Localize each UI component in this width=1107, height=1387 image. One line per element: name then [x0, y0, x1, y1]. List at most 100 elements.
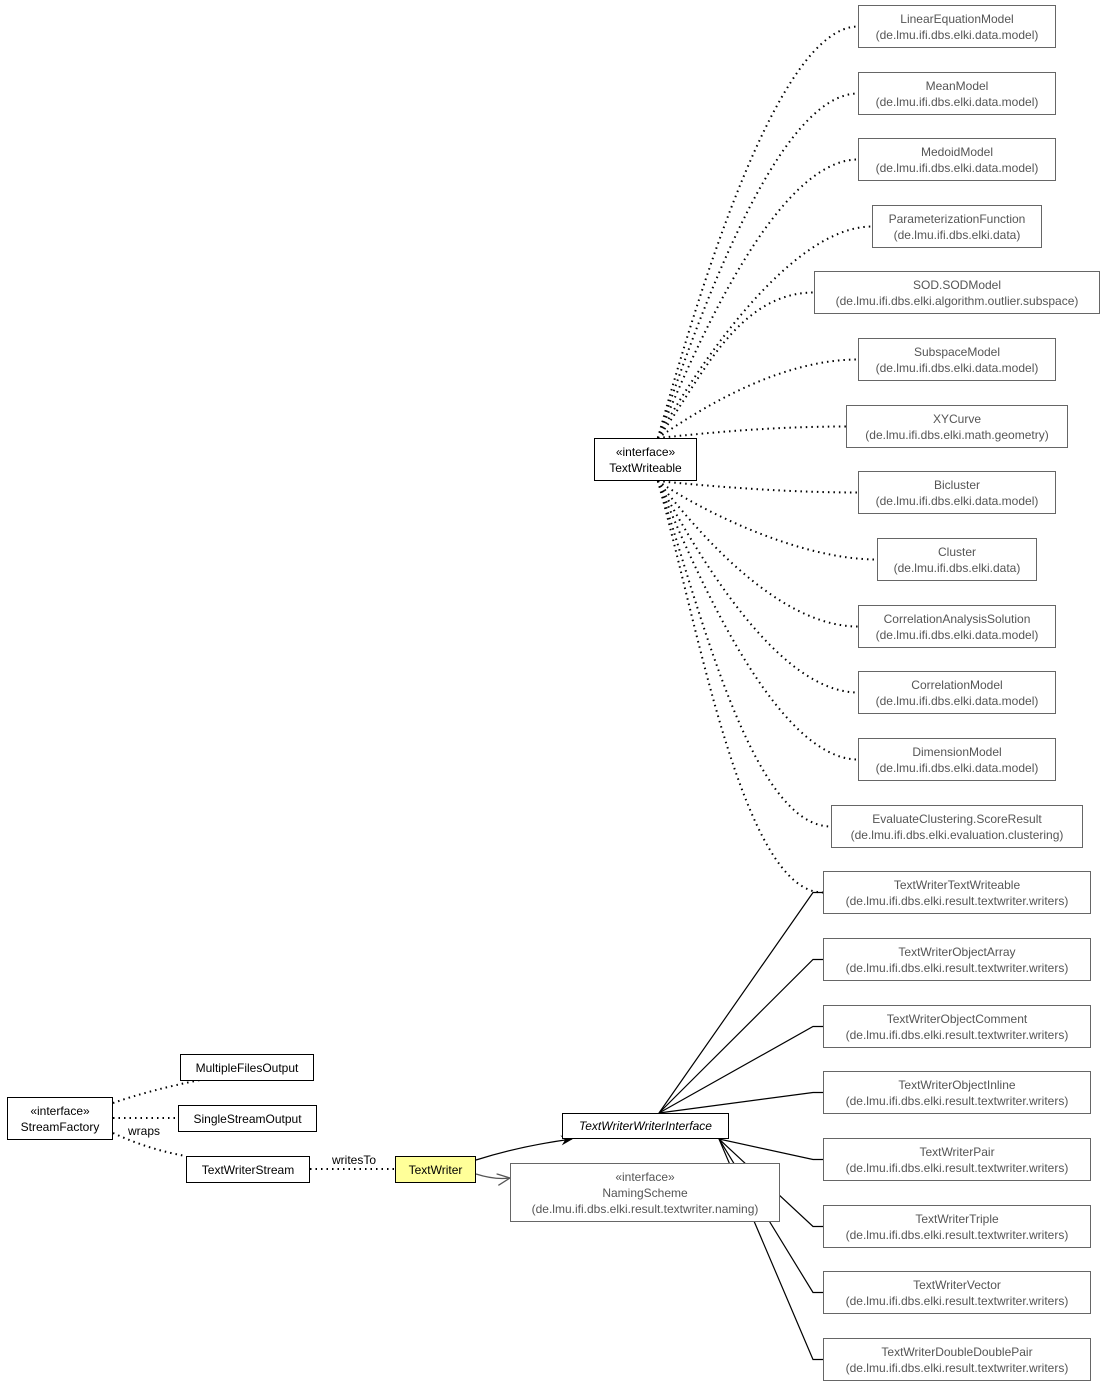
writeable-node-correlation-model[interactable]: CorrelationModel (de.lmu.ifi.dbs.elki.da…	[858, 671, 1056, 714]
edge-streamfactory-multiplefilesoutput	[112, 1079, 201, 1104]
writeable-name: SOD.SODModel	[912, 277, 1002, 292]
edge-textwriteable-implementor	[657, 480, 859, 628]
edge-textwriteable-implementor	[656, 480, 859, 694]
writeable-name: Bicluster	[933, 477, 980, 492]
text-writeable-name: TextWriteable	[609, 460, 682, 475]
writeable-name: SubspaceModel	[913, 344, 1001, 359]
writer-node-triple[interactable]: TextWriterTriple (de.lmu.ifi.dbs.elki.re…	[823, 1205, 1091, 1248]
writeable-package: (de.lmu.ifi.dbs.elki.data.model)	[875, 493, 1039, 508]
edge-textwriteable-implementor	[656, 25, 859, 439]
writer-package: (de.lmu.ifi.dbs.elki.result.textwriter.w…	[845, 960, 1069, 975]
edge-writerinterface-implementor	[658, 958, 823, 1114]
edge-textwriter-namingscheme	[475, 1174, 510, 1179]
single-stream-output-name: SingleStreamOutput	[193, 1111, 302, 1126]
edge-textwriteable-implementor	[657, 480, 859, 494]
single-stream-output-node[interactable]: SingleStreamOutput	[178, 1105, 317, 1132]
writeable-package: (de.lmu.ifi.dbs.elki.data.model)	[875, 160, 1039, 175]
writeable-package: (de.lmu.ifi.dbs.elki.data.model)	[875, 27, 1039, 42]
writeable-package: (de.lmu.ifi.dbs.elki.algorithm.outlier.s…	[835, 293, 1079, 308]
writeable-node-subspace-model[interactable]: SubspaceModel (de.lmu.ifi.dbs.elki.data.…	[858, 338, 1056, 381]
writeable-package: (de.lmu.ifi.dbs.elki.data.model)	[875, 94, 1039, 109]
writer-node-object-inline[interactable]: TextWriterObjectInline (de.lmu.ifi.dbs.e…	[823, 1071, 1091, 1114]
edge-textwriteable-implementor	[657, 425, 847, 439]
writeable-package: (de.lmu.ifi.dbs.elki.data.model)	[875, 760, 1039, 775]
writer-node-pair[interactable]: TextWriterPair (de.lmu.ifi.dbs.elki.resu…	[823, 1138, 1091, 1181]
text-writer-writer-interface-name: TextWriterWriterInterface	[579, 1119, 712, 1133]
text-writer-writer-interface-node[interactable]: TextWriterWriterInterface	[562, 1113, 729, 1139]
naming-scheme-node[interactable]: «interface» NamingScheme (de.lmu.ifi.dbs…	[510, 1163, 780, 1222]
writer-node-double-double-pair[interactable]: TextWriterDoubleDoublePair (de.lmu.ifi.d…	[823, 1338, 1091, 1381]
edge-streamfactory-textwriterstream	[112, 1132, 187, 1157]
writeable-node-linear-equation-model[interactable]: LinearEquationModel (de.lmu.ifi.dbs.elki…	[858, 5, 1056, 48]
writeable-package: (de.lmu.ifi.dbs.elki.data)	[893, 560, 1021, 575]
writeable-name: XYCurve	[932, 411, 982, 426]
writer-name: TextWriterObjectArray	[898, 944, 1016, 959]
writer-name: TextWriterTriple	[915, 1211, 999, 1226]
writer-name: TextWriterVector	[913, 1277, 1001, 1292]
writeable-node-parameterization-function[interactable]: ParameterizationFunction (de.lmu.ifi.dbs…	[872, 205, 1042, 248]
edge-writerinterface-implementor	[718, 1138, 823, 1161]
writeable-name: MeanModel	[925, 78, 989, 93]
writer-node-vector[interactable]: TextWriterVector (de.lmu.ifi.dbs.elki.re…	[823, 1271, 1091, 1314]
writeable-package: (de.lmu.ifi.dbs.elki.data)	[893, 227, 1021, 242]
writeable-node-sod-model[interactable]: SOD.SODModel (de.lmu.ifi.dbs.elki.algori…	[814, 271, 1100, 314]
writeable-node-bicluster[interactable]: Bicluster (de.lmu.ifi.dbs.elki.data.mode…	[858, 471, 1056, 514]
text-writer-stream-node[interactable]: TextWriterStream	[186, 1156, 310, 1183]
edge-textwriteable-implementor	[656, 480, 859, 761]
writeable-name: MedoidModel	[920, 144, 994, 159]
writer-package: (de.lmu.ifi.dbs.elki.result.textwriter.w…	[845, 1360, 1069, 1375]
writer-package: (de.lmu.ifi.dbs.elki.result.textwriter.w…	[845, 1227, 1069, 1242]
edge-textwriteable-implementor	[657, 480, 878, 561]
text-writer-stream-name: TextWriterStream	[201, 1162, 295, 1177]
writeable-node-dimension-model[interactable]: DimensionModel (de.lmu.ifi.dbs.elki.data…	[858, 738, 1056, 781]
edge-writerinterface-implementor	[658, 1025, 823, 1114]
naming-scheme-name: NamingScheme	[602, 1185, 688, 1200]
writer-package: (de.lmu.ifi.dbs.elki.result.textwriter.w…	[845, 1160, 1069, 1175]
writeable-name: EvaluateClustering.ScoreResult	[872, 811, 1042, 826]
stream-factory-name: StreamFactory	[20, 1119, 100, 1134]
writeable-node-correlation-analysis-solution[interactable]: CorrelationAnalysisSolution (de.lmu.ifi.…	[858, 605, 1056, 648]
text-writeable-node[interactable]: «interface» TextWriteable	[594, 438, 697, 481]
writeable-package: (de.lmu.ifi.dbs.elki.result.textwriter.w…	[845, 893, 1069, 908]
writeable-name: DimensionModel	[912, 744, 1002, 759]
writer-package: (de.lmu.ifi.dbs.elki.result.textwriter.w…	[845, 1093, 1069, 1108]
edge-textwriteable-implementor	[657, 291, 815, 439]
edge-textwriteable-implementor	[656, 225, 873, 439]
writeable-package: (de.lmu.ifi.dbs.elki.evaluation.clusteri…	[850, 827, 1064, 842]
edge-textwriteable-implementor	[656, 480, 824, 894]
writer-node-object-comment[interactable]: TextWriterObjectComment (de.lmu.ifi.dbs.…	[823, 1005, 1091, 1048]
edge-textwriteable-implementor	[656, 92, 859, 439]
writer-package: (de.lmu.ifi.dbs.elki.result.textwriter.w…	[845, 1027, 1069, 1042]
naming-scheme-stereotype: «interface»	[615, 1169, 675, 1184]
writer-name: TextWriterDoubleDoublePair	[881, 1344, 1033, 1359]
writer-node-object-array[interactable]: TextWriterObjectArray (de.lmu.ifi.dbs.el…	[823, 938, 1091, 981]
writeable-name: Cluster	[937, 544, 976, 559]
writeable-node-cluster[interactable]: Cluster (de.lmu.ifi.dbs.elki.data)	[877, 538, 1037, 581]
writeable-name: LinearEquationModel	[900, 11, 1014, 26]
stream-factory-stereotype: «interface»	[30, 1103, 90, 1118]
writer-name: TextWriterObjectComment	[886, 1011, 1028, 1026]
edge-textwriter-writerinterface	[475, 1135, 573, 1161]
writeable-node-text-writer-text-writeable[interactable]: TextWriterTextWriteable (de.lmu.ifi.dbs.…	[823, 871, 1091, 914]
stream-factory-node[interactable]: «interface» StreamFactory	[7, 1097, 113, 1140]
writeable-package: (de.lmu.ifi.dbs.elki.data.model)	[875, 360, 1039, 375]
writer-name: TextWriterPair	[919, 1144, 995, 1159]
writeable-name: TextWriterTextWriteable	[893, 877, 1021, 892]
writeable-node-xy-curve[interactable]: XYCurve (de.lmu.ifi.dbs.elki.math.geomet…	[846, 405, 1068, 448]
wraps-edge-label: wraps	[128, 1124, 161, 1138]
writes-to-edge-label: writesTo	[332, 1153, 377, 1167]
writeable-package: (de.lmu.ifi.dbs.elki.data.model)	[875, 693, 1039, 708]
writer-name: TextWriterObjectInline	[898, 1077, 1016, 1092]
naming-scheme-package: (de.lmu.ifi.dbs.elki.result.textwriter.n…	[531, 1201, 759, 1216]
writeable-node-mean-model[interactable]: MeanModel (de.lmu.ifi.dbs.elki.data.mode…	[858, 72, 1056, 115]
writeable-node-medoid-model[interactable]: MedoidModel (de.lmu.ifi.dbs.elki.data.mo…	[858, 138, 1056, 181]
edge-writerinterface-implementor	[658, 1091, 823, 1114]
edge-textwriteable-implementor	[656, 480, 832, 828]
writer-package: (de.lmu.ifi.dbs.elki.result.textwriter.w…	[845, 1293, 1069, 1308]
multiple-files-output-node[interactable]: MultipleFilesOutput	[180, 1054, 314, 1081]
edge-writerinterface-implementor	[658, 891, 823, 1114]
writeable-node-score-result[interactable]: EvaluateClustering.ScoreResult (de.lmu.i…	[831, 805, 1083, 848]
text-writer-node[interactable]: TextWriter	[395, 1156, 476, 1183]
writeable-name: CorrelationModel	[911, 677, 1003, 692]
